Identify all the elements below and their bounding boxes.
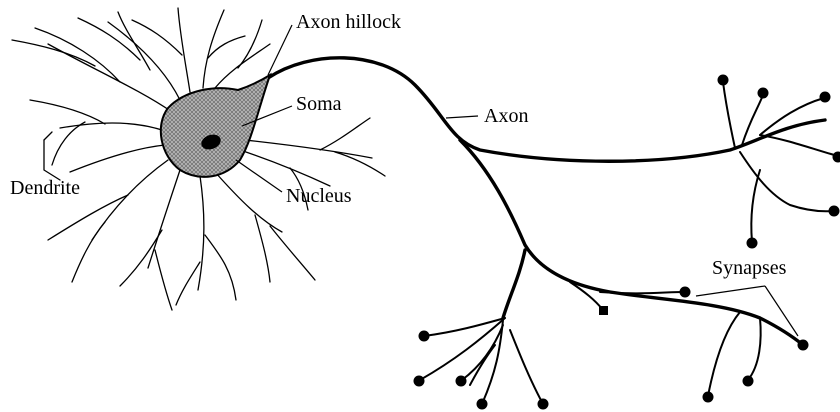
axon-hillock-label: Axon hillock	[296, 11, 401, 33]
terminal-knob	[718, 75, 729, 86]
terminal-knob	[703, 392, 714, 403]
soma-label: Soma	[296, 93, 342, 115]
dendrite-label: Dendrite	[10, 177, 80, 199]
terminal-knob	[829, 206, 840, 217]
terminal-knob	[538, 399, 549, 410]
terminal-knob	[419, 331, 430, 342]
axon	[268, 58, 825, 345]
terminal-knob	[456, 376, 467, 387]
terminal-knob	[798, 340, 809, 351]
axon-terminals	[420, 82, 838, 404]
synapses-label: Synapses	[712, 257, 787, 279]
synapse-terminals	[414, 75, 840, 410]
nucleus-leader	[236, 160, 282, 192]
synapses-leader-left	[696, 286, 765, 296]
axon-label: Axon	[484, 105, 528, 127]
terminal-knob	[599, 306, 608, 315]
terminal-knob	[680, 287, 691, 298]
terminal-knob	[820, 92, 831, 103]
terminal-knob	[758, 88, 769, 99]
soma	[161, 75, 270, 177]
axon-leader	[446, 116, 478, 118]
terminal-knob	[833, 152, 840, 163]
terminal-knob	[477, 399, 488, 410]
terminal-knob	[743, 376, 754, 387]
terminal-knob	[414, 376, 425, 387]
terminal-knob	[747, 238, 758, 249]
label-leaders	[236, 25, 798, 336]
nucleus-label: Nucleus	[286, 185, 352, 207]
